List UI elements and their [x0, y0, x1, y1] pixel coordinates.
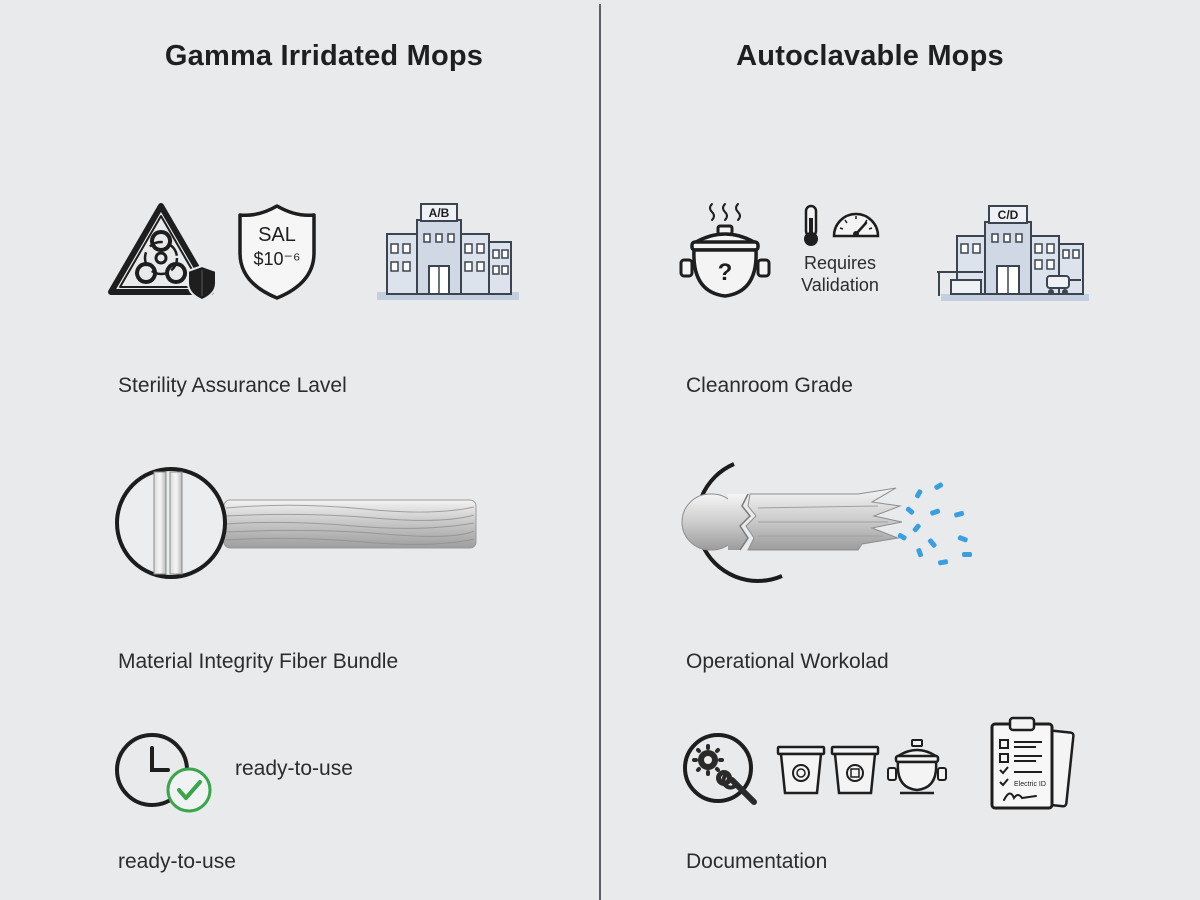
validation-text: Validation	[801, 275, 879, 295]
gears-wrench-icon	[682, 732, 764, 806]
gamma-column-title: Gamma Irridated Mops	[164, 40, 484, 72]
autoclave-small-icon	[886, 738, 948, 796]
documentation-label: Documentation	[686, 850, 828, 873]
ready-to-use-inline-text: ready-to-use	[235, 757, 353, 780]
pressure-gauge-icon	[830, 206, 882, 240]
autoclave-question-icon: ?	[678, 200, 772, 304]
cleanroom-building-icon: A/B	[377, 202, 519, 304]
broken-fiber-particles-icon	[678, 462, 988, 584]
laundry-bin-icon	[776, 743, 880, 797]
thermometer-icon	[800, 204, 822, 248]
cleanroom-grade-label: Cleanroom Grade	[686, 374, 853, 397]
clipboard-electric-id-text: Electric ID	[1014, 781, 1046, 788]
cleanroom-building-cd-icon: C/D	[937, 204, 1091, 306]
sterility-assurance-label: Sterility Assurance Lavel	[118, 374, 347, 397]
requires-text: Requires	[803, 253, 877, 273]
sal-shield-icon: SAL $10⁻⁶	[236, 203, 318, 301]
column-divider	[599, 4, 601, 900]
sal-label: SAL	[258, 224, 296, 246]
clipboard-checklist-icon: Electric ID	[988, 716, 1078, 812]
requires-validation-text: Requires Validation	[792, 252, 888, 296]
autoclavable-column-title: Autoclavable Mops	[736, 40, 1004, 72]
building-grade-ab: A/B	[429, 206, 450, 220]
svg-text:?: ?	[718, 259, 733, 286]
ready-to-use-label: ready-to-use	[118, 850, 236, 873]
building-grade-cd: C/D	[998, 208, 1019, 222]
sal-value: $10⁻⁶	[254, 249, 301, 269]
operational-workload-label: Operational Workolad	[686, 650, 889, 673]
biohazard-shield-icon	[106, 200, 221, 305]
fiber-bundle-magnified-icon	[114, 462, 480, 584]
material-integrity-label: Material Integrity Fiber Bundle	[118, 650, 399, 673]
clock-check-icon	[112, 730, 216, 816]
